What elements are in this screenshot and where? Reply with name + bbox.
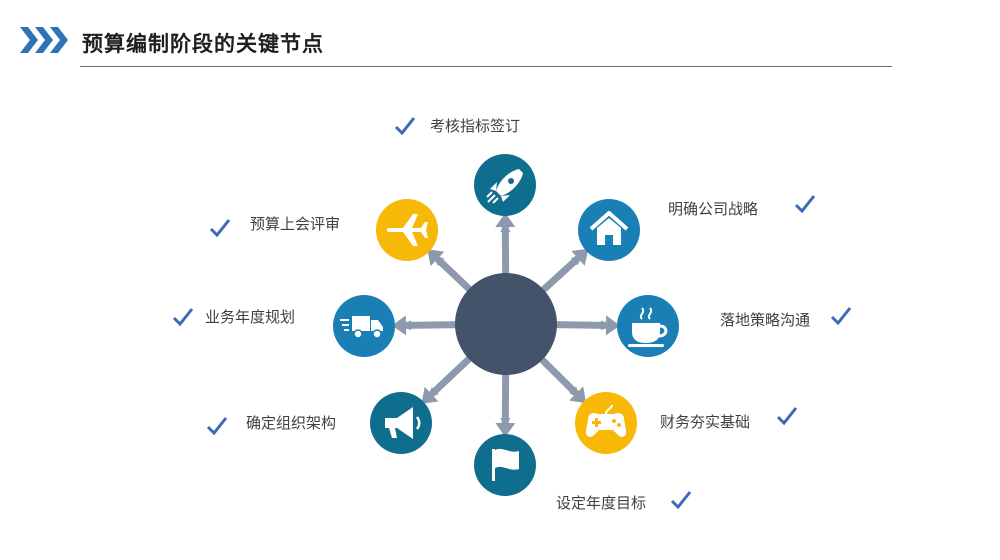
arrowhead-plane	[427, 249, 445, 267]
label-zuzhi: 确定组织架构	[246, 414, 337, 432]
label-yewu: 业务年度规划	[205, 308, 296, 326]
gamepad-icon	[575, 392, 637, 454]
label-caiwu: 财务夯实基础	[660, 413, 751, 431]
coffee-cup-icon	[617, 295, 679, 357]
arrowhead-gamepad	[569, 386, 587, 404]
arrow-cup	[553, 320, 612, 331]
label-zhanlue: 明确公司战略	[668, 200, 759, 218]
page-title: 预算编制阶段的关键节点	[82, 32, 324, 56]
house-icon	[578, 199, 640, 261]
arrowhead-cup	[605, 315, 621, 336]
airplane-icon	[376, 199, 438, 261]
check-icon	[172, 308, 194, 327]
label-mubiao: 设定年度目标	[556, 494, 647, 512]
arrowhead-flag	[495, 422, 516, 438]
arrowhead-rocket	[495, 212, 516, 228]
rocket-icon	[474, 154, 536, 216]
check-icon	[830, 307, 852, 326]
label-pingshen: 预算上会评审	[250, 215, 341, 233]
arrow-truck	[400, 320, 459, 331]
arrowhead-house	[571, 248, 589, 266]
check-icon	[209, 219, 231, 238]
flag-icon	[474, 434, 536, 496]
arrowhead-megaphone	[421, 386, 439, 404]
arrow-plane	[433, 255, 474, 294]
check-icon	[206, 417, 228, 436]
truck-icon	[333, 295, 395, 357]
check-icon	[794, 195, 816, 214]
center-hub	[455, 273, 557, 375]
arrow-house	[539, 254, 582, 295]
check-icon	[776, 407, 798, 426]
title-underline	[80, 66, 892, 67]
check-icon	[670, 491, 692, 510]
arrowhead-truck	[391, 315, 407, 336]
arrow-gamepad	[537, 355, 580, 397]
arrow-megaphone	[427, 354, 474, 398]
check-icon	[394, 117, 416, 136]
megaphone-icon	[370, 392, 432, 454]
label-luodi: 落地策略沟通	[720, 311, 811, 329]
title-chevron-icon	[20, 27, 68, 53]
label-kaohe: 考核指标签订	[430, 117, 521, 135]
